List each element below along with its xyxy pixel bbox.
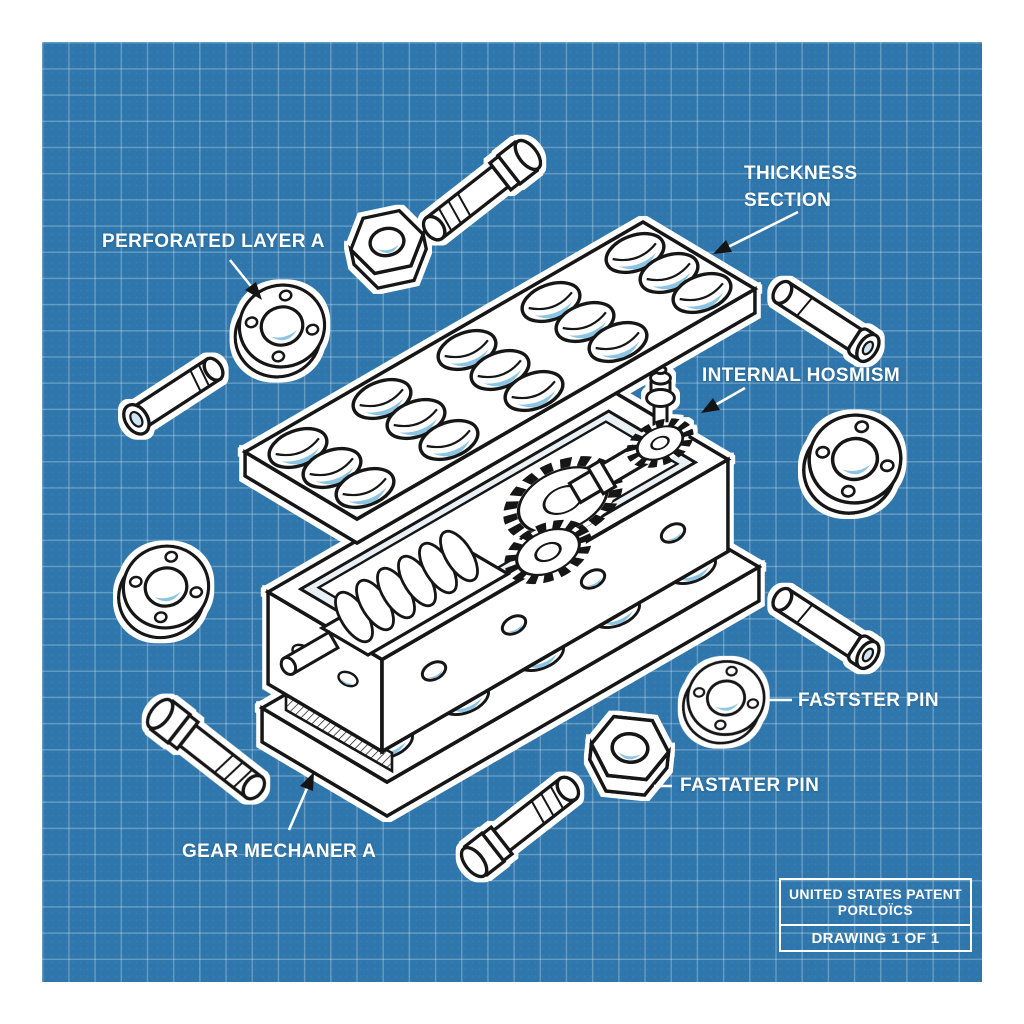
washer-top-left (222, 273, 338, 389)
title-block-org-cell: UNITED STATES PATENT PORLOÏCS (781, 880, 970, 926)
round-head-pin-mid-right (765, 580, 886, 675)
title-block-drawing-number: DRAWING 1 OF 1 (811, 930, 940, 947)
top-plate (241, 219, 759, 546)
title-block-org-line2: PORLOÏCS (837, 902, 914, 918)
title-block-org-line1: UNITED STATES PATENT (789, 885, 962, 902)
washer-right (793, 406, 912, 523)
label-fastener-pin-right: FASTSTER PIN (798, 690, 939, 711)
hex-nut-top (343, 205, 434, 294)
label-fastener-pin-bottom: FASTATER PIN (680, 775, 820, 796)
washer-left (107, 536, 220, 648)
label-perforated-layer-a: PERFORATED LAYER A (102, 231, 325, 252)
gear-housing (264, 365, 732, 755)
hex-bolt-bottom-center (454, 767, 588, 884)
label-thickness-section: THICKNESS SECTION (744, 160, 857, 214)
hex-bolt-top (414, 133, 548, 250)
output-shaft (279, 630, 341, 676)
title-block: UNITED STATES PATENT PORLOÏCS DRAWING 1 … (779, 878, 972, 952)
internal-mechanism (279, 365, 695, 676)
label-thickness-line2: SECTION (744, 190, 832, 211)
label-internal-mechanism: INTERNAL HOSMISM (702, 365, 901, 386)
label-gear-mechanism: GEAR MECHANER A (182, 841, 377, 862)
leader-lines (228, 210, 799, 831)
coil-spring (334, 529, 479, 644)
flat-pin-left (116, 349, 231, 441)
round-head-pin-right (765, 273, 886, 368)
leader-arrowheads (245, 240, 732, 791)
washer-mid-right (674, 653, 773, 751)
pinion-and-knob (625, 365, 695, 473)
label-thickness-line1: THICKNESS (744, 163, 858, 184)
hex-bolt-bottom-left (140, 692, 274, 809)
